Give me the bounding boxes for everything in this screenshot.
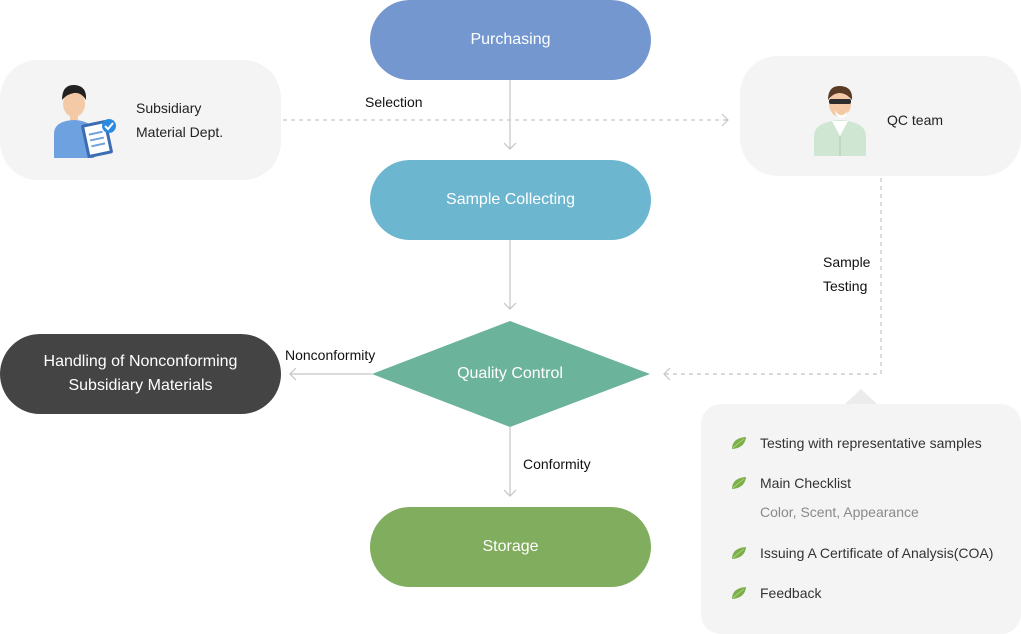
nonconformity-label: Nonconformity — [285, 347, 376, 363]
lab-technician-icon — [814, 85, 866, 156]
leaf-icon — [732, 547, 746, 559]
sample-testing-line2: Testing — [823, 278, 868, 294]
quality-control-diamond — [372, 321, 650, 427]
leaf-icon — [732, 587, 746, 599]
leaf-icon — [732, 477, 746, 489]
subsidiary-dept-line2: Material Dept. — [136, 124, 224, 140]
checklist-item-label: Issuing A Certificate of Analysis(COA) — [760, 545, 994, 561]
checklist-item-label: Main Checklist — [760, 475, 852, 491]
nonconforming-label-line2: Subsidiary Materials — [68, 377, 213, 394]
qc-team-box: QC team — [740, 56, 1021, 176]
subsidiary-dept-box: Subsidiary Material Dept. — [0, 60, 281, 180]
arrowhead-qc-team — [721, 113, 729, 127]
selection-label: Selection — [365, 94, 423, 110]
sample-collecting-node: Sample Collecting — [370, 160, 651, 240]
arrowhead-qc — [503, 302, 517, 310]
storage-label: Storage — [482, 538, 539, 555]
nonconforming-node: Handling of Nonconforming Subsidiary Mat… — [0, 334, 281, 414]
quality-control-node: Quality Control — [400, 354, 620, 394]
info-pointer — [845, 389, 877, 404]
qc-team-label: QC team — [887, 112, 944, 128]
subsidiary-dept-line1: Subsidiary — [136, 100, 202, 116]
purchasing-node: Purchasing — [370, 0, 651, 80]
checklist-sub-note: Color, Scent, Appearance — [760, 504, 919, 520]
sample-testing-line1: Sample — [823, 254, 871, 270]
sample-collecting-label: Sample Collecting — [446, 191, 575, 208]
quality-control-label: Quality Control — [457, 365, 563, 382]
storage-node: Storage — [370, 507, 651, 587]
qc-checklist-box: Testing with representative samples Main… — [701, 404, 1021, 634]
leaf-icon — [732, 437, 746, 449]
checklist-item-label: Testing with representative samples — [760, 435, 982, 451]
arrowhead-storage — [503, 489, 517, 497]
sample-testing-label: Sample Testing — [823, 250, 870, 298]
arrowhead-sample — [503, 142, 517, 150]
checklist-item-label: Feedback — [760, 585, 822, 601]
purchasing-label: Purchasing — [470, 31, 551, 48]
subsidiary-dept-label: Subsidiary Material Dept. — [136, 96, 223, 144]
edge-sample-testing — [664, 178, 882, 375]
nonconforming-label-line1: Handling of Nonconforming — [43, 353, 238, 370]
arrowhead-nonconforming — [289, 367, 297, 381]
conformity-label: Conformity — [523, 456, 591, 472]
arrowhead-sample-testing — [663, 367, 671, 381]
staff-clipboard-icon — [54, 84, 116, 158]
